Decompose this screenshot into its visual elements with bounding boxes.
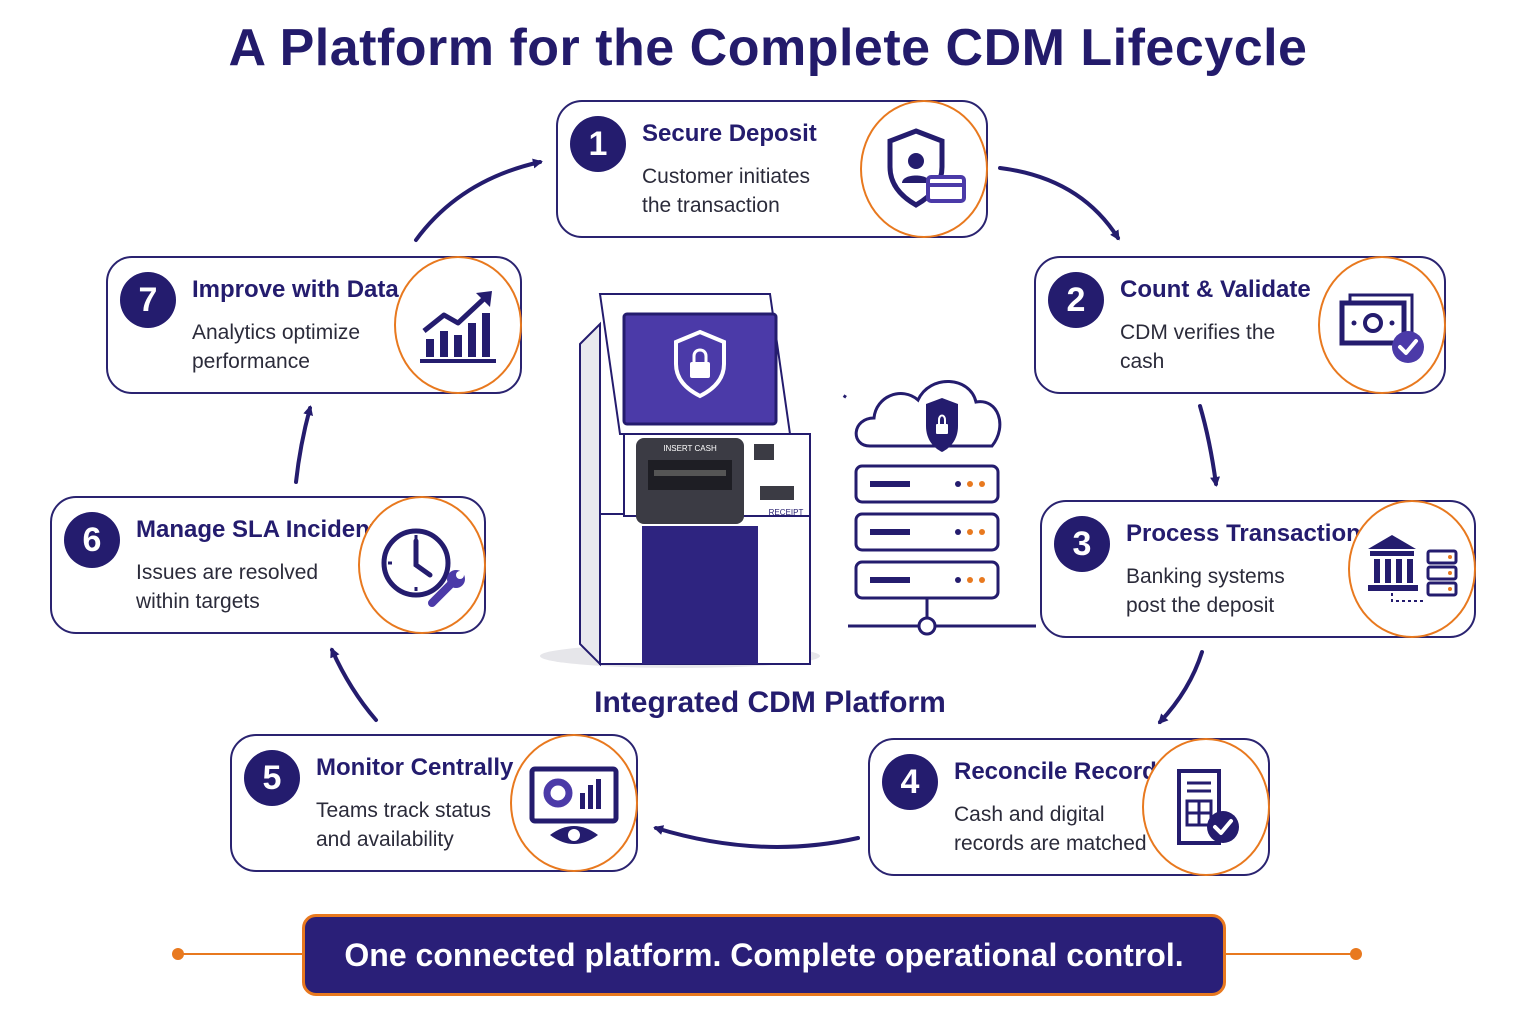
step-card-7: 7 Improve with Data Analytics optimize p… [106, 256, 522, 394]
step-number-badge: 5 [244, 750, 300, 806]
page-title: A Platform for the Complete CDM Lifecycl… [228, 19, 1308, 77]
tagline-banner: One connected platform. Complete operati… [302, 914, 1226, 996]
step-description: Analytics optimize performance [192, 321, 361, 373]
footer-dot-right [1350, 948, 1362, 960]
receipt-label: RECEIPT [769, 508, 804, 517]
footer-line-left [180, 953, 302, 955]
step-title: Count & Validate [1120, 276, 1311, 303]
step-description: CDM verifies the cash [1120, 321, 1276, 373]
step-card-3: 3 Process Transaction Banking systems po… [1040, 500, 1476, 638]
insert-cash-label: INSERT CASH [663, 444, 717, 453]
step-title: Improve with Data [192, 276, 399, 303]
platform-label: Integrated CDM Platform [594, 686, 946, 719]
document-check-icon [1142, 738, 1270, 876]
step-description: Customer initiates the transaction [642, 165, 811, 217]
arrow-5-to-6 [330, 647, 378, 722]
footer-dot-left [172, 948, 184, 960]
footer-line-right [1226, 953, 1354, 955]
step-title: Monitor Centrally [316, 754, 514, 781]
step-description: Banking systems post the deposit [1126, 565, 1285, 617]
bank-server-icon [1348, 500, 1476, 638]
step-number-badge: 4 [882, 754, 938, 810]
arrow-4-to-5 [653, 825, 860, 849]
shield-user-card-icon [860, 100, 988, 238]
step-title: Reconcile Records [954, 758, 1171, 785]
bar-chart-up-icon [394, 256, 522, 394]
arrow-3-to-4 [1157, 650, 1204, 725]
step-number-badge: 7 [120, 272, 176, 328]
lock-shield-icon [674, 329, 726, 399]
step-title: Secure Deposit [642, 120, 817, 147]
cdm-machine-illustration: INSERT CASH RECEIPT [540, 293, 820, 668]
step-card-1: 1 Secure Deposit Customer initiates the … [556, 100, 988, 238]
step-card-4: 4 Reconcile Records Cash and digital rec… [868, 738, 1270, 876]
step-description: Issues are resolved within targets [136, 561, 319, 613]
step-description: Teams track status and availability [316, 799, 492, 851]
step-card-5: 5 Monitor Centrally Teams track status a… [230, 734, 638, 872]
step-number-badge: 3 [1054, 516, 1110, 572]
arrow-7-to-1 [414, 158, 543, 242]
cash-check-icon [1318, 256, 1446, 394]
arrow-6-to-7 [294, 405, 314, 484]
step-number-badge: 1 [570, 116, 626, 172]
monitor-eye-icon [510, 734, 638, 872]
step-card-6: 6 Manage SLA Incidents Issues are resolv… [50, 496, 486, 634]
step-card-2: 2 Count & Validate CDM verifies the cash [1034, 256, 1446, 394]
arrow-1-to-2 [998, 166, 1120, 241]
step-description: Cash and digital records are matched [954, 803, 1147, 855]
clock-wrench-icon [358, 496, 486, 634]
cloud-server-illustration [840, 380, 1036, 636]
step-number-badge: 2 [1048, 272, 1104, 328]
step-number-badge: 6 [64, 512, 120, 568]
step-title: Manage SLA Incidents [136, 516, 392, 543]
step-title: Process Transaction [1126, 520, 1361, 547]
arrow-2-to-3 [1198, 404, 1221, 487]
